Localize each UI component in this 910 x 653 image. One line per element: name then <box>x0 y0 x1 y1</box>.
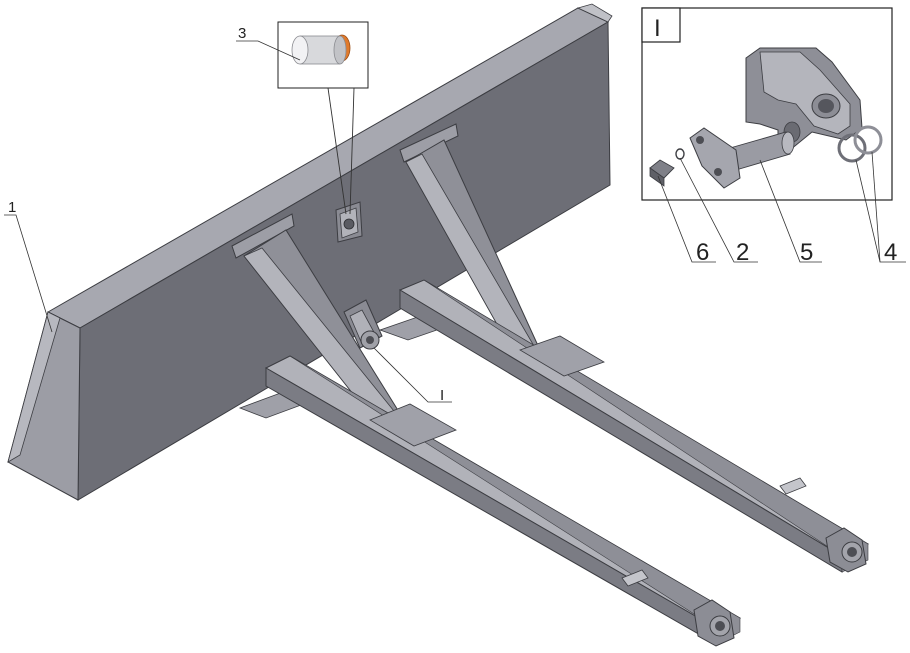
callout-6: 6 <box>696 239 709 266</box>
center-mount <box>335 201 363 243</box>
callout-5: 5 <box>800 239 813 266</box>
hinge-bracket <box>343 299 383 350</box>
left-arm <box>231 213 742 647</box>
pin-inset <box>277 21 369 215</box>
callout-2: 2 <box>736 239 749 266</box>
callout-4: 4 <box>884 239 897 266</box>
leader-lines <box>4 40 906 403</box>
right-arm <box>378 123 870 573</box>
callout-1: 1 <box>8 199 16 216</box>
detail-title: I <box>654 15 661 42</box>
callout-detail-ref: I <box>440 387 444 404</box>
detail-box <box>641 7 893 201</box>
callout-3: 3 <box>238 25 246 42</box>
back-plate <box>7 3 613 501</box>
